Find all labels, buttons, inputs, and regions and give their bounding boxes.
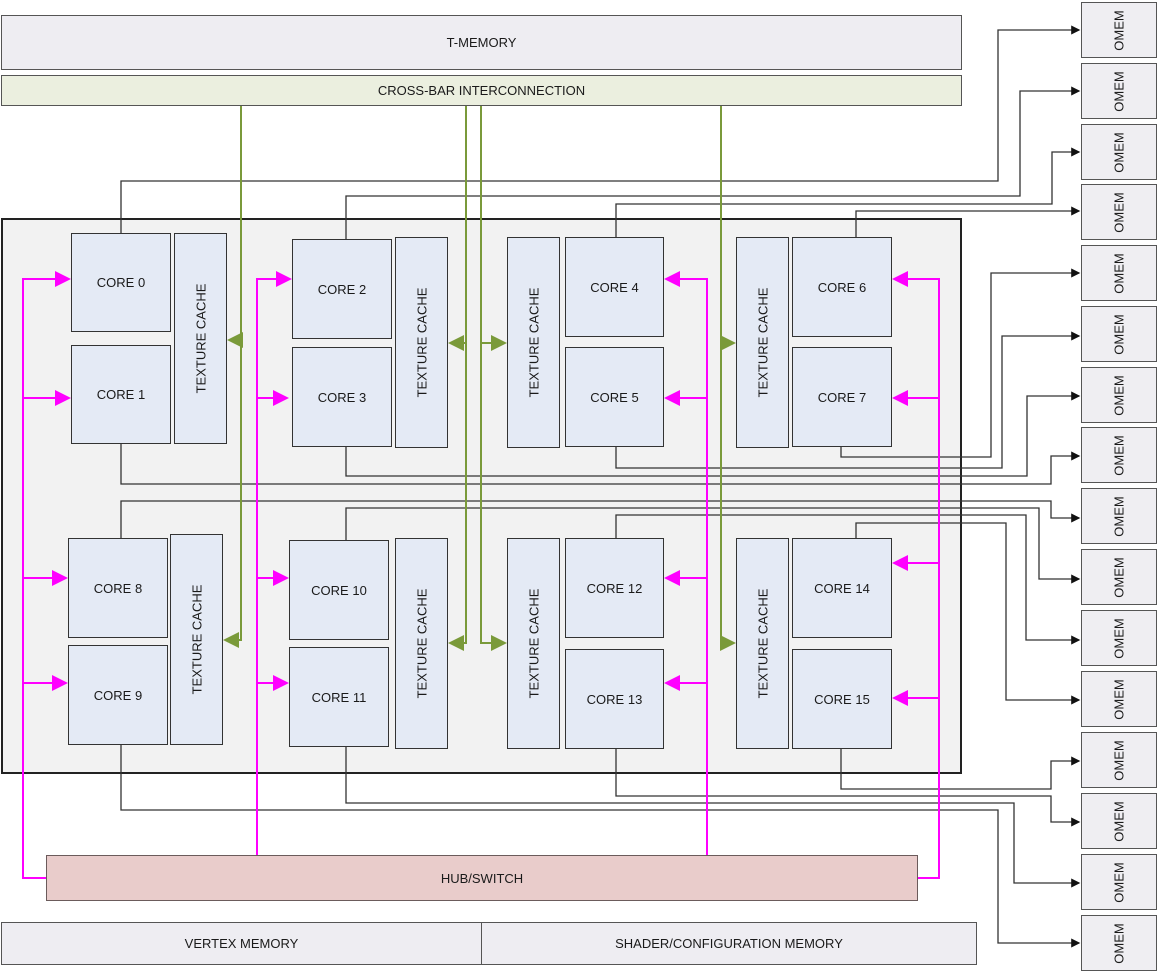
texture-cache-label: TEXTURE CACHE (755, 287, 771, 398)
core-15: CORE 15 (792, 649, 892, 749)
core-9: CORE 9 (68, 645, 168, 745)
omem-5: OMEM (1081, 306, 1157, 362)
core-label: CORE 13 (586, 691, 643, 707)
core-7: CORE 7 (792, 347, 892, 447)
core-label: CORE 14 (814, 580, 870, 596)
omem-label: OMEM (1111, 313, 1127, 355)
texture-cache-8: TEXTURE CACHE (736, 538, 789, 749)
omem-label: OMEM (1111, 556, 1127, 598)
core-label: CORE 10 (311, 582, 367, 598)
omem-label: OMEM (1111, 495, 1127, 537)
core-4: CORE 4 (565, 237, 664, 337)
omem-label: OMEM (1111, 617, 1127, 659)
texture-cache-label: TEXTURE CACHE (755, 588, 771, 699)
core-3: CORE 3 (292, 347, 392, 447)
core-label: CORE 3 (317, 389, 367, 405)
omem-label: OMEM (1111, 800, 1127, 842)
core-6: CORE 6 (792, 237, 892, 337)
omem-link-15 (120, 745, 1081, 948)
texture-cache-6: TEXTURE CACHE (395, 538, 448, 749)
omem-label: OMEM (1111, 191, 1127, 233)
texture-cache-label: TEXTURE CACHE (414, 588, 430, 699)
texture-cache-label: TEXTURE CACHE (193, 283, 209, 394)
core-label: CORE 4 (590, 279, 639, 295)
core-13: CORE 13 (565, 649, 664, 749)
omem-label: OMEM (1111, 374, 1127, 416)
hub-label: HUB/SWITCH (440, 870, 524, 886)
core-8: CORE 8 (68, 538, 168, 638)
omem-1: OMEM (1081, 63, 1157, 119)
core-label: CORE 11 (311, 689, 367, 705)
t-memory: T-MEMORY (1, 15, 962, 70)
omem-label: OMEM (1111, 861, 1127, 903)
omem-0: OMEM (1081, 2, 1157, 58)
omem-label: OMEM (1111, 70, 1127, 112)
omem-link-1 (345, 86, 1081, 239)
omem-9: OMEM (1081, 549, 1157, 605)
texture-cache-7: TEXTURE CACHE (507, 538, 560, 749)
omem-12: OMEM (1081, 732, 1157, 788)
core-12: CORE 12 (565, 538, 664, 638)
omem-15: OMEM (1081, 915, 1157, 971)
texture-cache-4: TEXTURE CACHE (736, 237, 789, 448)
crossbar-interconnection: CROSS-BAR INTERCONNECTION (1, 75, 962, 106)
core-label: CORE 8 (93, 580, 143, 596)
core-10: CORE 10 (289, 540, 389, 640)
hub-switch: HUB/SWITCH (46, 855, 918, 901)
texture-cache-label: TEXTURE CACHE (526, 588, 542, 699)
omem-label: OMEM (1111, 252, 1127, 294)
omem-label: OMEM (1111, 131, 1127, 173)
texture-cache-1: TEXTURE CACHE (174, 233, 227, 444)
omem-4: OMEM (1081, 245, 1157, 301)
core-label: CORE 5 (590, 389, 639, 405)
texture-cache-2: TEXTURE CACHE (395, 237, 448, 448)
vertex-memory: VERTEX MEMORY (1, 922, 482, 965)
shader-configuration-memory: SHADER/CONFIGURATION MEMORY (481, 922, 977, 965)
vertex-memory-label: VERTEX MEMORY (184, 936, 299, 951)
omem-8: OMEM (1081, 488, 1157, 544)
omem-13: OMEM (1081, 793, 1157, 849)
texture-cache-3: TEXTURE CACHE (507, 237, 560, 448)
texture-cache-label: TEXTURE CACHE (526, 287, 542, 398)
core-label: CORE 6 (817, 279, 867, 295)
omem-2: OMEM (1081, 124, 1157, 180)
core-5: CORE 5 (565, 347, 664, 447)
crossbar-label: CROSS-BAR INTERCONNECTION (377, 83, 586, 98)
omem-10: OMEM (1081, 610, 1157, 666)
core-label: CORE 2 (317, 281, 367, 297)
omem-11: OMEM (1081, 671, 1157, 727)
core-1: CORE 1 (71, 345, 171, 444)
core-label: CORE 12 (586, 580, 643, 596)
core-label: CORE 15 (814, 691, 870, 707)
omem-6: OMEM (1081, 367, 1157, 423)
texture-cache-label: TEXTURE CACHE (414, 287, 430, 398)
core-0: CORE 0 (71, 233, 171, 332)
core-14: CORE 14 (792, 538, 892, 638)
core-label: CORE 7 (817, 389, 867, 405)
core-11: CORE 11 (289, 647, 389, 747)
core-label: CORE 1 (96, 387, 146, 402)
omem-14: OMEM (1081, 854, 1157, 910)
t-memory-label: T-MEMORY (446, 35, 517, 50)
omem-7: OMEM (1081, 427, 1157, 483)
omem-label: OMEM (1111, 434, 1127, 476)
omem-3: OMEM (1081, 184, 1157, 240)
omem-label: OMEM (1111, 922, 1127, 964)
core-label: CORE 9 (93, 687, 143, 703)
omem-label: OMEM (1111, 9, 1127, 51)
shader-memory-label: SHADER/CONFIGURATION MEMORY (615, 936, 843, 951)
texture-cache-5: TEXTURE CACHE (170, 534, 223, 745)
core-2: CORE 2 (292, 239, 392, 339)
texture-cache-label: TEXTURE CACHE (189, 584, 205, 695)
omem-label: OMEM (1111, 678, 1127, 720)
core-label: CORE 0 (96, 275, 146, 290)
omem-label: OMEM (1111, 739, 1127, 781)
